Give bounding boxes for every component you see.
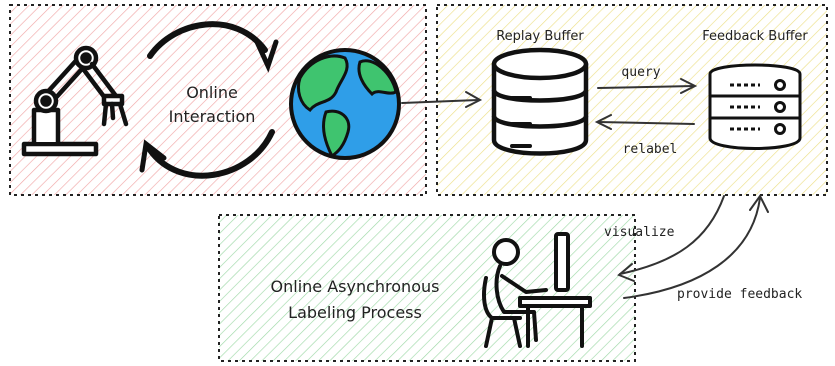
interaction-loop-arrows — [139, 21, 279, 179]
robot-arm-icon — [21, 45, 129, 157]
query-label: query — [621, 65, 660, 80]
globe-to-replay-arrow — [401, 91, 483, 108]
labeling-process-label-line2: Labeling Process — [288, 303, 422, 322]
provide-feedback-arrow — [623, 194, 769, 299]
labeling-process-label-line1: Online Asynchronous — [271, 277, 440, 296]
person-at-computer-icon — [482, 232, 592, 348]
visualize-label: visualize — [604, 225, 675, 240]
server-icon — [708, 63, 802, 150]
replay-buffer-label: Replay Buffer — [496, 29, 584, 44]
globe-icon — [289, 48, 401, 160]
visualize-arrow — [617, 195, 725, 282]
relabel-label: relabel — [623, 142, 678, 157]
query-arrow — [597, 78, 698, 94]
provide-feedback-label: provide feedback — [677, 287, 802, 302]
database-icon — [491, 47, 589, 156]
feedback-buffer-label: Feedback Buffer — [702, 29, 808, 44]
online-interaction-label-line1: Online — [186, 83, 238, 102]
relabel-arrow — [594, 114, 695, 130]
online-interaction-label-line2: Interaction — [169, 107, 256, 126]
